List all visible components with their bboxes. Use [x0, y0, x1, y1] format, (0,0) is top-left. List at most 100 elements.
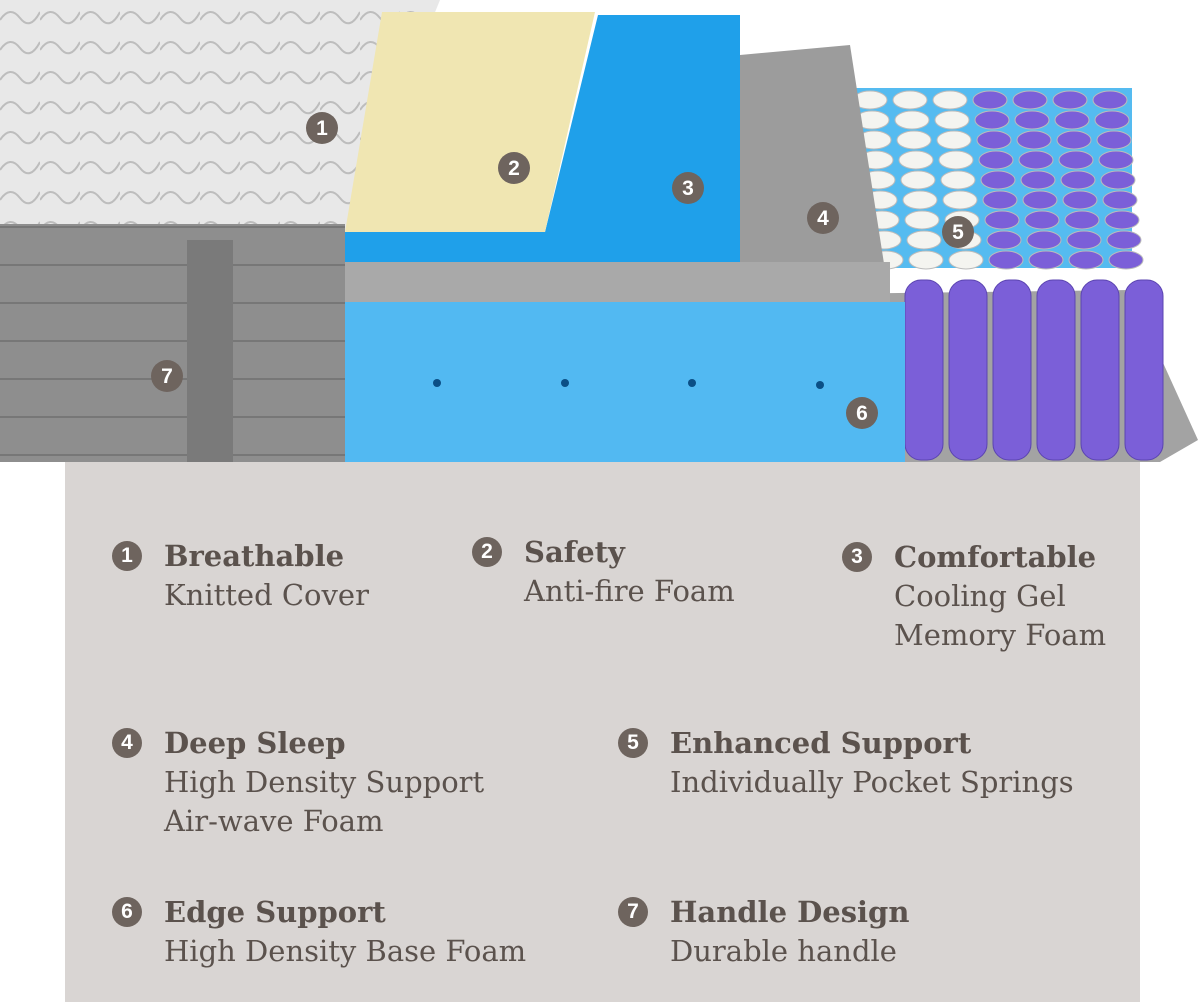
spring-pocket	[992, 279, 1032, 461]
spring-coil-top	[906, 230, 942, 250]
spring-coil-top	[976, 130, 1012, 150]
svg-text:7: 7	[161, 365, 173, 388]
spring-coil-top	[1028, 250, 1064, 270]
spring-coil-top	[1092, 90, 1128, 110]
spring-pocket	[1036, 279, 1076, 461]
svg-text:4: 4	[817, 207, 829, 230]
spring-coil-top	[938, 150, 974, 170]
spring-coil-top	[1012, 90, 1048, 110]
spring-coil-top	[1094, 110, 1130, 130]
spring-coil-top	[1056, 130, 1092, 150]
legend-title: Handle Design	[670, 895, 910, 929]
spring-coil-top	[904, 210, 940, 230]
spring-pocket	[1124, 279, 1164, 461]
spring-coil-top	[1014, 110, 1050, 130]
legend-title: Safety	[524, 535, 625, 569]
spring-coil-top	[1058, 150, 1094, 170]
spring-coil-top	[1060, 170, 1096, 190]
legend-title: Deep Sleep	[164, 726, 346, 760]
spring-coil-top	[1020, 170, 1056, 190]
spring-coil-top	[932, 90, 968, 110]
spring-coil-top	[942, 190, 978, 210]
svg-text:5: 5	[952, 221, 964, 244]
layer-marker-7: 7	[151, 360, 183, 392]
spring-coil-top	[1016, 130, 1052, 150]
spring-pocket	[948, 279, 988, 461]
spring-coil-top	[988, 250, 1024, 270]
spring-coil-top	[972, 90, 1008, 110]
layer-marker-2: 2	[498, 152, 530, 184]
mattress-layer-illustration: 1 2 3 4 5 6 7	[0, 0, 1198, 462]
spring-coil-top	[1108, 250, 1144, 270]
number-badge: 2	[472, 537, 502, 567]
spring-coil-top	[1096, 130, 1132, 150]
spring-coil-top	[940, 170, 976, 190]
legend-panel	[65, 450, 1140, 1002]
spring-coil-top	[892, 90, 928, 110]
spring-coil-top	[908, 250, 944, 270]
spring-coil-top	[982, 190, 1018, 210]
spring-coil-top	[896, 130, 932, 150]
spring-coil-top	[1104, 210, 1140, 230]
legend-title: Edge Support	[164, 895, 386, 929]
spring-coil-top	[1018, 150, 1054, 170]
number-badge: 4	[112, 728, 142, 758]
spring-coil-top	[974, 110, 1010, 130]
number-badge: 7	[618, 897, 648, 927]
spring-coil-top	[1024, 210, 1060, 230]
anti-fire-foam-layer	[345, 12, 595, 232]
svg-text:2: 2	[508, 157, 520, 180]
spring-coil-top	[978, 150, 1014, 170]
spring-pocket	[1080, 279, 1120, 461]
number-badge: 5	[618, 728, 648, 758]
svg-text:3: 3	[682, 177, 694, 200]
layer-marker-4: 4	[807, 202, 839, 234]
layer-marker-3: 3	[672, 172, 704, 204]
spring-coil-top	[1068, 250, 1104, 270]
spring-coil-top	[1066, 230, 1102, 250]
legend-description: Knitted Cover	[164, 578, 369, 612]
svg-text:6: 6	[856, 402, 868, 425]
spring-coil-top	[1022, 190, 1058, 210]
svg-text:1: 1	[316, 117, 328, 140]
legend-description: Individually Pocket Springs	[670, 765, 1074, 799]
spring-coil-top	[900, 170, 936, 190]
layer-marker-5: 5	[942, 216, 974, 248]
spring-coil-top	[1106, 230, 1142, 250]
spring-coil-top	[1026, 230, 1062, 250]
legend-title: Enhanced Support	[670, 726, 972, 760]
cover-side	[0, 224, 345, 462]
spring-coil-top	[1064, 210, 1100, 230]
cover-top	[0, 0, 440, 232]
spring-coil-top	[1052, 90, 1088, 110]
spring-coil-top	[980, 170, 1016, 190]
legend-title: Comfortable	[894, 540, 1097, 574]
number-badge: 1	[112, 541, 142, 571]
legend-description: Durable handle	[670, 934, 897, 968]
spring-pocket	[904, 279, 944, 461]
spring-coil-top	[1100, 170, 1136, 190]
spring-coil-top	[986, 230, 1022, 250]
spring-coil-top	[934, 110, 970, 130]
legend-description: Anti-fire Foam	[524, 574, 735, 608]
spring-coil-top	[894, 110, 930, 130]
spring-coil-top	[902, 190, 938, 210]
spring-coil-top	[1102, 190, 1138, 210]
spring-coil-top	[898, 150, 934, 170]
legend-title: Breathable	[164, 539, 345, 573]
wave-foam-base	[345, 262, 890, 302]
wave-foam-layer	[345, 45, 885, 270]
spring-coil-top	[1062, 190, 1098, 210]
layer-marker-6: 6	[846, 397, 878, 429]
layer-marker-1: 1	[306, 112, 338, 144]
spring-coil-top	[1054, 110, 1090, 130]
spring-coil-top	[984, 210, 1020, 230]
number-badge: 6	[112, 897, 142, 927]
number-badge: 3	[842, 542, 872, 572]
gel-foam-layer	[345, 15, 740, 262]
spring-coil-top	[936, 130, 972, 150]
spring-coil-top	[1098, 150, 1134, 170]
legend-description: High Density Base Foam	[164, 934, 527, 968]
